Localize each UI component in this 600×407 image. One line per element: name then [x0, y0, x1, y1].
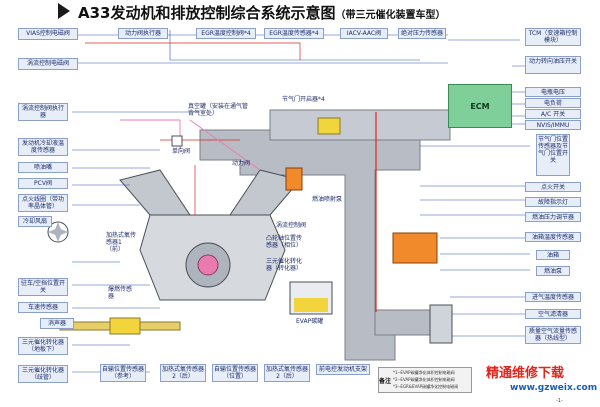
right-label-fuel-pump: 燃油泵: [536, 266, 570, 276]
right-label-load: 电负荷: [525, 98, 581, 108]
left-label-cat-underfloor: 三元催化转化器（地板下）: [18, 337, 68, 355]
signal-lines: [72, 30, 530, 373]
right-label-tank-temp: 油箱温度传感器: [525, 232, 581, 242]
right-label-air-cleaner: 空气滤清器: [525, 309, 581, 319]
mid-label-cam-sensor: 凸轮轴位置传感器（相位）: [266, 235, 303, 249]
left-label-fan: 冷却风扇: [18, 216, 52, 227]
left-label-muffler: 消声器: [40, 318, 74, 329]
right-label-mil: 故障指示灯: [525, 197, 581, 207]
left-label-swirl-solenoid: 涡流控制电磁阀: [18, 58, 78, 70]
page-number: -1-: [556, 398, 563, 404]
mid-label-check-valve: 单向阀: [172, 148, 191, 155]
bottom-label-crank-ref: 自输位置传感器（参考）: [100, 364, 146, 382]
cooling-fan-icon: [47, 221, 69, 243]
bottom-label-o2-rear-b: 加热式氧传感器2（后）: [264, 364, 310, 382]
mid-label-power-valve: 动力阀: [232, 160, 251, 167]
right-label-iat: 进气温度传感器: [525, 292, 581, 302]
note-box: [378, 367, 472, 393]
right-label-maf: 质量空气流量传感器（热线型）: [525, 326, 581, 344]
note-line-3: *3--EGR&EVAP碳罐净化控制电磁阀: [393, 384, 459, 389]
top-label-egr-valve: EGR温度控制阀*4: [196, 28, 256, 39]
right-label-nvis: NVIS/IMMU: [525, 120, 581, 130]
ecm-label: ECM: [470, 101, 490, 111]
left-label-pcv: PCV阀: [18, 178, 68, 189]
title-bar: A33发动机和排放控制综合系统示意图（带三元催化装置车型）: [0, 0, 600, 22]
left-label-vias: VIAS控制电磁阀: [18, 28, 78, 40]
logo-name: 精通维修下载: [486, 366, 565, 381]
left-label-ignition-coil: 点火线圈（带功率晶体管）: [18, 194, 68, 212]
evap-fill: [294, 298, 328, 312]
left-label-cat-manifold: 三元催化转化器（歧管）: [18, 365, 68, 383]
air-filter: [429, 304, 453, 344]
engine-block: [119, 169, 301, 301]
right-label-ignition-switch: 点火开关: [525, 182, 581, 192]
fuel-injector-mark: [285, 167, 303, 191]
fuel-tank: [392, 232, 438, 264]
note-line-2: *2--EVAP碳罐净化体积控制电磁阀: [393, 377, 455, 382]
right-label-tank: 油箱: [536, 250, 570, 260]
throttle-opener: [317, 117, 341, 135]
ecm-box: ECM: [448, 84, 512, 128]
note-label: 备注: [378, 377, 391, 385]
top-label-power-valve: 动力阀执行器: [118, 28, 168, 39]
mid-label-fuel-injector: 燃油喷射泵: [312, 196, 343, 203]
right-label-tcm: TCM（变速箱控制模块）: [525, 28, 581, 46]
mid-label-knock: 爆燃传感器: [108, 286, 133, 300]
mid-label-vacuum-tank: 真空罐（安装在通气管背气室处）: [188, 103, 249, 117]
title-band: [0, 0, 600, 22]
left-label-park-neutral: 驻车/空挡位置开关: [18, 278, 68, 296]
mid-label-evap: EVAP碳罐: [296, 318, 324, 325]
exhaust-pipe-2: [109, 317, 141, 335]
right-label-tps: 节气门位置传感器及节气门位置开关: [536, 134, 570, 176]
right-label-ps-switch: 动力转向油压开关: [525, 56, 581, 74]
right-label-fuel-regulator: 燃油压力调节器: [525, 212, 581, 222]
intake-top: [269, 109, 451, 141]
right-label-battery: 电瓶电压: [525, 87, 581, 97]
check-valve-mark: [171, 135, 183, 147]
title-main: A33发动机和排放控制综合系统示意图: [78, 4, 336, 22]
title-sub: （带三元催化装置车型）: [335, 10, 446, 21]
logo-url[interactable]: www.gzweix.com: [510, 383, 598, 393]
page-title: A33发动机和排放控制综合系统示意图（带三元催化装置车型）: [78, 2, 446, 23]
top-label-iacv: IACV-AAC阀: [340, 28, 388, 39]
mid-label-swirl-valve: 涡流控制阀: [276, 222, 307, 229]
bottom-label-o2-rear-a: 加热式氧传感器2（后）: [160, 364, 206, 382]
top-label-map-sensor: 绝对压力传感器: [398, 28, 446, 39]
left-label-injector: 喷油嘴: [18, 162, 68, 173]
left-label-speed-sensor: 车速传感器: [18, 302, 68, 313]
mid-label-cat-conv: 三元催化转化器（转化器）: [266, 258, 303, 272]
bottom-label-engine-mount: 前电控发动机支架: [316, 364, 370, 375]
left-label-swirl-actuator: 涡流控制阀执行器: [18, 103, 68, 121]
bottom-label-crank-pos: 自输位置传感器（位置）: [212, 364, 258, 382]
intake-duct: [199, 129, 421, 361]
right-label-ac: A/C 开关: [525, 109, 581, 119]
title-arrow-icon: [58, 3, 70, 19]
left-label-coolant-sensor: 发动机冷却液温度传感器: [18, 138, 68, 156]
mid-label-o2-front: 加热式氧传感器1（前）: [106, 232, 137, 253]
mid-label-throttle-opener: 节气门开启器*4: [282, 96, 325, 103]
top-label-egr-sensor: EGR温度传感器*4: [264, 28, 324, 39]
note-line-1: *1--EVAP碳罐净化体积控制电磁阀: [393, 370, 455, 375]
